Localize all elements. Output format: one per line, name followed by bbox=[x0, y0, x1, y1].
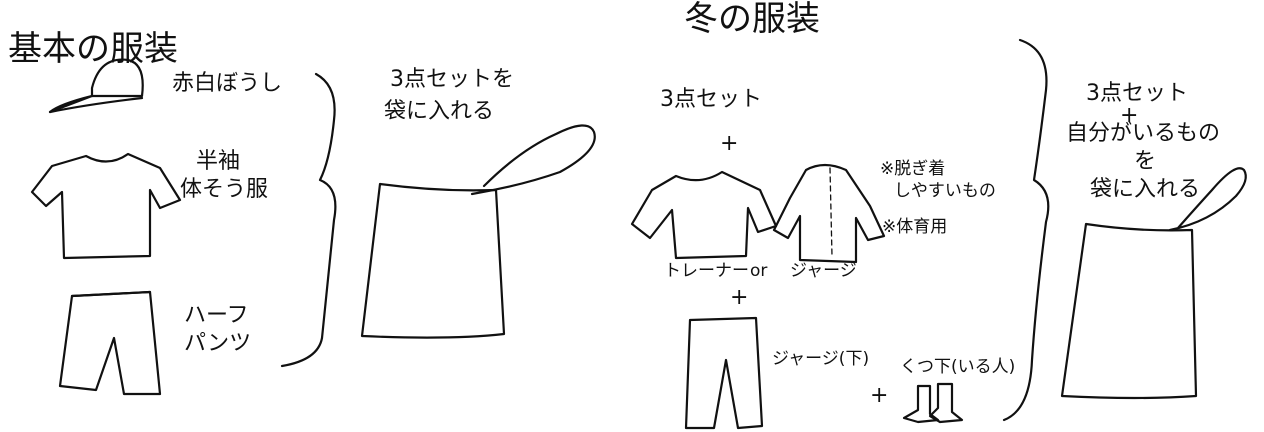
winter-set-label: 3点セット bbox=[660, 87, 762, 112]
summary-plus: + bbox=[1120, 103, 1138, 128]
basic-note-line2: 袋に入れる bbox=[384, 99, 494, 124]
winter-title: 冬の服装 bbox=[684, 0, 820, 39]
right-brace bbox=[1002, 38, 1050, 422]
shortsleeve-label: 半袖 bbox=[196, 149, 240, 174]
basic-title: 基本の服装 bbox=[8, 29, 178, 69]
jersey-pants-icon bbox=[684, 316, 764, 430]
summary-line4: 袋に入れる bbox=[1090, 177, 1200, 202]
gym-clothes-label: 体そう服 bbox=[180, 177, 268, 202]
jersey-label: ジャージ bbox=[790, 261, 857, 281]
summary-line1: 3点セット bbox=[1086, 81, 1188, 106]
cap-label: 赤白ぼうし bbox=[172, 71, 282, 96]
winter-plus-2: + bbox=[730, 285, 748, 310]
or-label: or bbox=[750, 261, 767, 281]
basic-note-line1: 3点セットを bbox=[390, 67, 514, 92]
tshirt-icon bbox=[30, 152, 182, 260]
summary-line2: 自分がいるもの bbox=[1066, 121, 1220, 146]
note-easy-line2: しやすいもの bbox=[894, 181, 996, 201]
sweatshirt-icon bbox=[630, 170, 778, 260]
shorts-icon bbox=[58, 290, 162, 396]
bag-icon bbox=[360, 124, 596, 339]
left-brace bbox=[280, 72, 337, 368]
jacket-icon bbox=[772, 163, 886, 264]
top-choice-label: トレーナー bbox=[664, 261, 749, 281]
half-label: ハーフ bbox=[184, 303, 249, 328]
socks-label: くつ下(いる人) bbox=[900, 357, 1015, 377]
winter-plus-3: + bbox=[870, 383, 888, 408]
winter-bag-icon bbox=[1060, 167, 1247, 400]
pants-label: パンツ bbox=[184, 331, 251, 356]
winter-plus-1: + bbox=[720, 131, 738, 156]
pants-label: ジャージ(下) bbox=[772, 349, 869, 369]
note-pe: ※体育用 bbox=[882, 217, 947, 237]
socks-icon bbox=[902, 382, 964, 424]
note-easy-line1: ※脱ぎ着 bbox=[880, 159, 945, 179]
cap-icon bbox=[48, 58, 144, 114]
summary-line3: を bbox=[1134, 149, 1156, 174]
